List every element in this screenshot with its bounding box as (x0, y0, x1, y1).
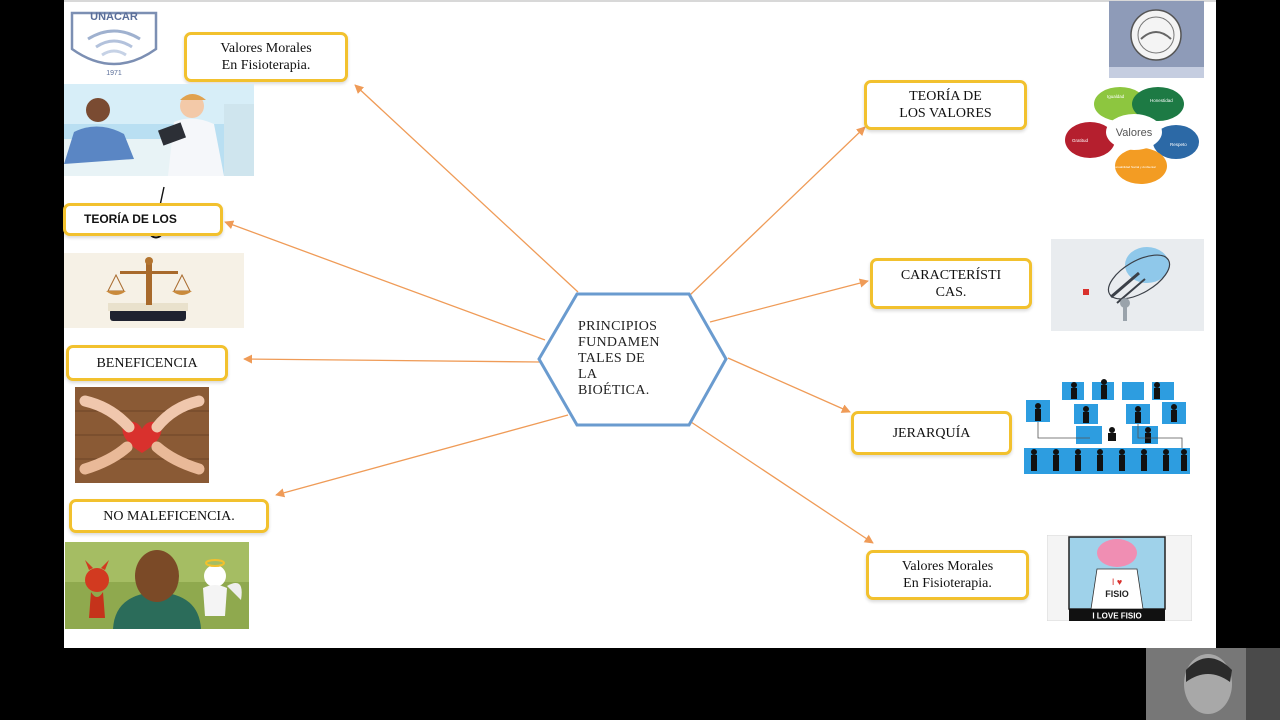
node-beneficencia[interactable]: BENEFICENCIA (66, 345, 228, 381)
justice-scale-image (64, 253, 244, 328)
physio-patient-image (64, 84, 254, 176)
node-teoria-de-los-valores[interactable]: TEORÍA DE LOS VALORES (864, 80, 1027, 130)
valores-petal-diagram: Valores Igualdad Honestidad Respeto Resp… (1062, 84, 1202, 186)
shirt-line-2: FISIO (1105, 589, 1129, 599)
arrow-to-teoria-valores (689, 126, 866, 296)
arrow-to-beneficencia (243, 354, 541, 364)
devil-angel-image (65, 542, 249, 629)
slide-top-border (64, 0, 1216, 2)
arrow-to-jerarquia (727, 357, 851, 413)
shirt-line-1: I ♥ (1112, 577, 1122, 587)
arrow-to-teoria-de-los (224, 220, 546, 341)
unacar-logo-text: UNACAR (90, 11, 138, 23)
unacar-logo-year: 1971 (106, 70, 122, 77)
i-love-fisio-image: I ♥ FISIO I LOVE FISIO (1047, 535, 1192, 621)
petal-respeto: Respeto (1170, 142, 1187, 147)
valores-center-label: Valores (1116, 127, 1153, 139)
org-hierarchy-image (1022, 378, 1192, 476)
university-seal-image (1109, 1, 1204, 78)
petal-responsabilidad: Responsabilidad Social y Ambiental (1108, 165, 1156, 169)
arrow-to-valores-morales-left (354, 84, 579, 293)
petal-igualdad: Igualdad (1107, 94, 1125, 99)
presenter-webcam (1146, 648, 1280, 720)
arrow-to-valores-morales-right (684, 417, 874, 544)
lightbulb-idea-image (1051, 239, 1204, 331)
arrow-to-caracteristicas (709, 278, 869, 323)
hands-heart-image (75, 387, 209, 483)
shirt-caption: I LOVE FISIO (1092, 612, 1141, 621)
center-hexagon[interactable] (537, 292, 728, 427)
center-label: PRINCIPIOS FUNDAMEN TALES DE LA BIOÉTICA… (578, 319, 660, 398)
unacar-logo: UNACAR 1971 (66, 3, 162, 79)
petal-gratitud: Gratitud (1072, 138, 1089, 143)
node-valores-morales-right[interactable]: Valores Morales En Fisioterapia. (866, 550, 1029, 600)
node-teoria-de-los[interactable]: TEORÍA DE LOS (63, 203, 223, 236)
petal-honestidad: Honestidad (1150, 98, 1173, 103)
node-no-maleficencia[interactable]: NO MALEFICENCIA. (69, 499, 269, 533)
node-valores-morales-left[interactable]: Valores Morales En Fisioterapia. (184, 32, 348, 82)
node-jerarquia[interactable]: JERARQUÍA (851, 411, 1012, 455)
node-caracteristicas[interactable]: CARACTERÍSTI CAS. (870, 258, 1032, 309)
arrow-to-no-maleficencia (275, 414, 569, 498)
